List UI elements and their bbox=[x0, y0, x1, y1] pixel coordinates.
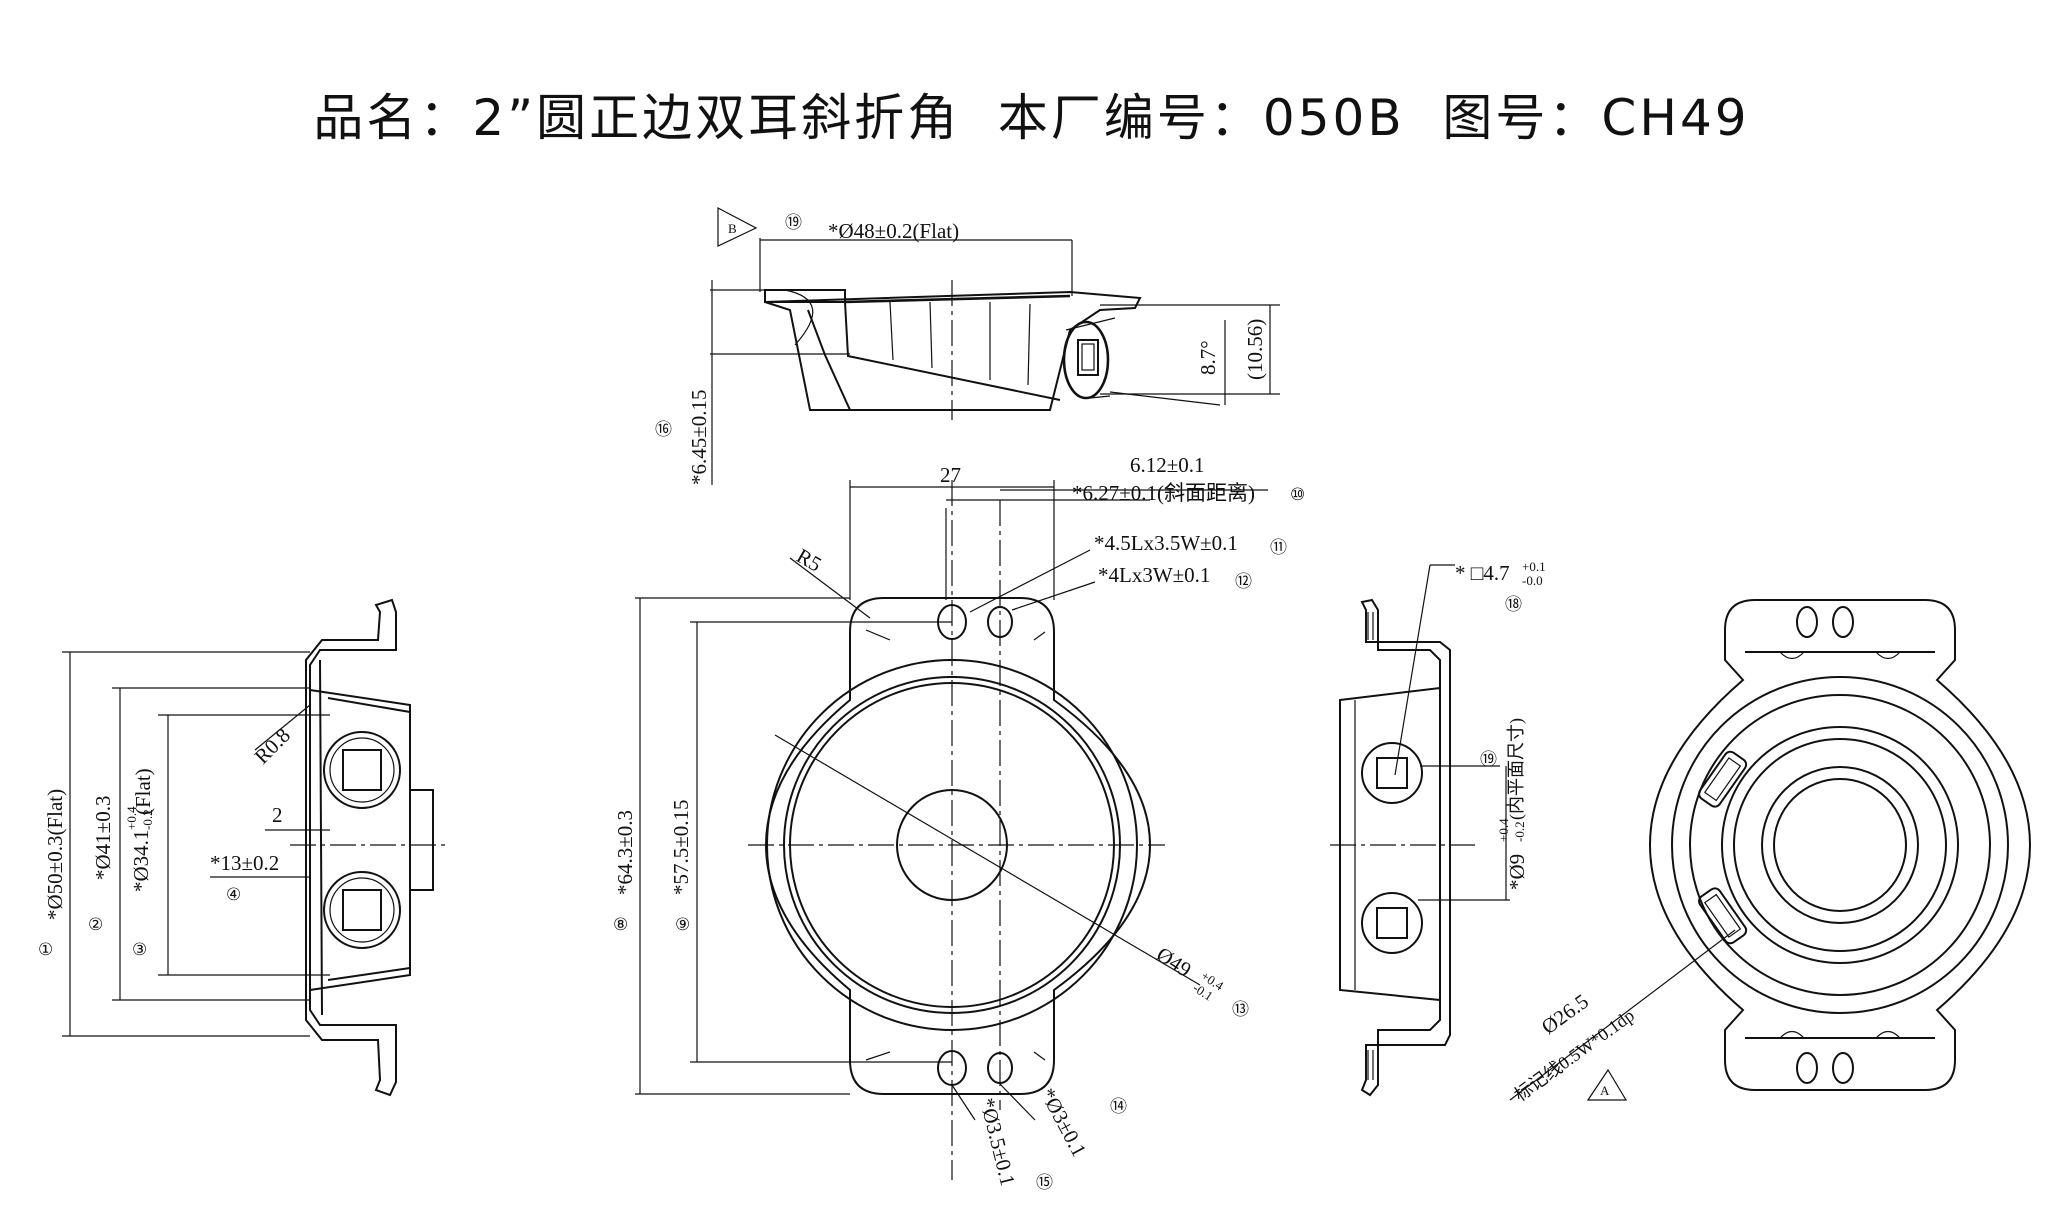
svg-text:A: A bbox=[1600, 1083, 1610, 1098]
balloon-18: ⑱ bbox=[1505, 595, 1522, 614]
dim-3-suffix: (Flat) bbox=[131, 768, 155, 815]
datum-a-symbol: A bbox=[1586, 1068, 1628, 1101]
dim-6-12: 6.12±0.1 bbox=[1130, 453, 1205, 477]
dim-angle: 8.7° bbox=[1196, 340, 1220, 375]
dim-sq18-tol-up: +0.1 bbox=[1522, 559, 1546, 574]
dim-13: *13±0.2 bbox=[210, 851, 279, 875]
rear-plan-view: A Ø26.5 标记线0.5W*0.1dp bbox=[1509, 599, 2032, 1105]
dim-3-tol-dn: -0.2 bbox=[140, 809, 155, 830]
dim-slot-11: *4.5Lx3.5W±0.1 bbox=[1094, 531, 1238, 555]
dim-9: *57.5±0.15 bbox=[669, 799, 693, 895]
datum-b-symbol: B bbox=[717, 207, 758, 247]
dim-19-side-tol-dn: -0.2 bbox=[1512, 821, 1527, 842]
dim-3-tol-up: +0.4 bbox=[124, 806, 139, 830]
dim-27: 27 bbox=[940, 463, 961, 487]
dim-6-27: *6.27±0.1(斜面距离) bbox=[1072, 481, 1255, 505]
dim-2-dia: *Ø41±0.3 bbox=[91, 796, 115, 880]
balloon-8: ⑧ bbox=[613, 915, 628, 934]
dim-15: *Ø3.5±0.1 bbox=[975, 1095, 1020, 1188]
balloon-2: ② bbox=[88, 915, 103, 934]
dim-10-56: (10.56) bbox=[1243, 319, 1267, 380]
balloon-11: ⑪ bbox=[1270, 538, 1287, 557]
balloon-16: ⑯ bbox=[655, 420, 672, 439]
balloon-13: ⑬ bbox=[1232, 1000, 1249, 1019]
dim-14: *Ø3±0.1 bbox=[1036, 1084, 1092, 1161]
drawing-title: 品名：2”圆正边双耳斜折角 本厂编号：050B 图号：CH49 bbox=[313, 89, 1750, 147]
dim-r5: R5 bbox=[793, 544, 826, 577]
right-side-view: * □4.7 +0.1 -0.0 ⑱ *Ø9 +0.4 -0.2 (内平面尺寸)… bbox=[1330, 559, 1546, 1097]
dim-2: 2 bbox=[272, 803, 283, 827]
balloon-15: ⑮ bbox=[1036, 1173, 1053, 1192]
dim-49-main: Ø49 bbox=[1152, 942, 1195, 982]
dim-16: *6.45±0.15 bbox=[687, 389, 711, 485]
balloon-4: ④ bbox=[226, 885, 241, 904]
dim-r0-8: R0.8 bbox=[250, 723, 295, 768]
dim-sq18-tol-dn: -0.0 bbox=[1522, 573, 1543, 588]
top-section-view: B ⑲ *Ø48±0.2(Flat) ⑯ *6.45±0.15 8.7° bbox=[655, 207, 1280, 485]
dim-26-5: Ø26.5 bbox=[1537, 989, 1593, 1039]
balloon-12: ⑫ bbox=[1235, 572, 1252, 591]
dim-8: *64.3±0.3 bbox=[613, 810, 637, 895]
left-side-view: R0.8 2 *13±0.2 ④ *Ø50±0.3(Flat) *Ø41±0.3… bbox=[38, 598, 450, 1097]
balloon-19-top: ⑲ bbox=[785, 213, 802, 232]
balloon-1: ① bbox=[38, 940, 53, 959]
dim-19-side-tol-up: +0.4 bbox=[1496, 818, 1511, 842]
balloon-10: ⑩ bbox=[1290, 485, 1305, 504]
dim-19-side-main: *Ø9 bbox=[1505, 854, 1529, 890]
balloon-14: ⑭ bbox=[1110, 1097, 1127, 1116]
svg-text:B: B bbox=[728, 221, 737, 236]
dim-19-side-note: (内平面尺寸) bbox=[1506, 718, 1527, 820]
balloon-19-side: ⑲ bbox=[1480, 750, 1497, 769]
dim-19-flat: *Ø48±0.2(Flat) bbox=[828, 219, 959, 243]
balloon-9: ⑨ bbox=[675, 915, 690, 934]
dim-slot-12: *4Lx3W±0.1 bbox=[1098, 563, 1210, 587]
centre-plan-view: 27 6.12±0.1 *6.27±0.1(斜面距离) ⑩ *4.5Lx3.5W… bbox=[613, 453, 1305, 1192]
dim-1: *Ø50±0.3(Flat) bbox=[43, 789, 67, 920]
dim-3-main: *Ø34.1 bbox=[129, 830, 153, 892]
balloon-3: ③ bbox=[132, 940, 147, 959]
dim-sq18: * □4.7 bbox=[1455, 561, 1510, 585]
